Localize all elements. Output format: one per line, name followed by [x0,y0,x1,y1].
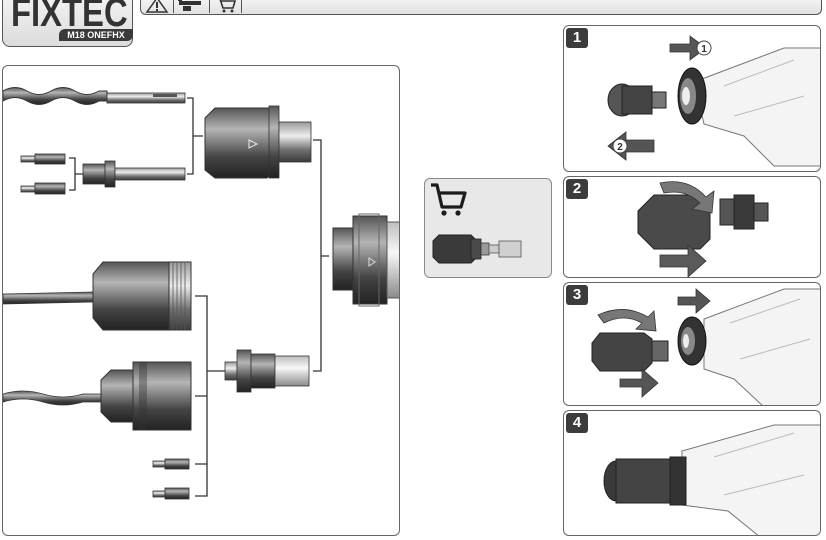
push-arrow-upper [677,288,711,314]
callout-2-label: 2 [617,142,623,153]
rotate-arrow [659,181,715,214]
push-arrow-right [659,244,707,277]
quick-chuck [637,194,711,250]
compatibility-diagram-panel [2,65,400,536]
screwdriver-bit-2 [20,182,66,195]
step-number: 4 [566,413,588,433]
quick-chuck-attach [591,332,669,372]
quick-change-chuck [432,234,522,264]
hammer-drill-front [332,213,399,307]
screwdriver-bit-4 [152,487,190,500]
tool-icon [178,0,201,11]
attached-quick-chuck [603,456,687,506]
push-arrow-lower [619,368,659,398]
title-tab: FIXTEC M18 ONEFHX [2,0,133,47]
callout-1-label: 1 [701,44,707,55]
screwdriver-bit-1 [20,153,66,165]
step-number: 1 [566,28,588,48]
cart-icon [431,183,467,216]
model-badge: M18 ONEFHX [59,29,133,41]
accessory-panel [424,178,552,278]
step-3-panel: 3 [563,282,821,406]
keyed-chuck-with-bit [3,361,192,431]
bit-holder-adapter [82,160,186,188]
drill-body [681,424,820,535]
screwdriver-bit-3 [152,458,190,470]
cart-icon [219,0,237,13]
keyless-chuck-with-bit [3,261,192,331]
adapter-piece [719,194,769,230]
arrow-right-callout-1: 1 [669,35,712,61]
chuck-adapter [224,349,310,393]
sds-chuck [204,105,312,179]
step-2-panel: 2 [563,176,821,278]
drill-body [693,47,820,167]
sds-drill-bit [3,87,186,105]
drill-chuck-ring [677,316,707,366]
step-4-panel: 4 [563,410,821,536]
top-icon-bar [140,0,822,15]
drill-chuck-ring [677,67,707,125]
step-1-panel: 1 1 2 [563,25,821,172]
drill-body [703,288,820,405]
step-number: 3 [566,285,588,305]
arrow-left-callout-2: 2 [607,131,655,161]
step-number: 2 [566,179,588,199]
warning-icon [145,0,169,13]
sds-chuck-removed [607,83,667,117]
accessory-illustration [431,183,522,264]
rotate-arrow [597,309,657,332]
